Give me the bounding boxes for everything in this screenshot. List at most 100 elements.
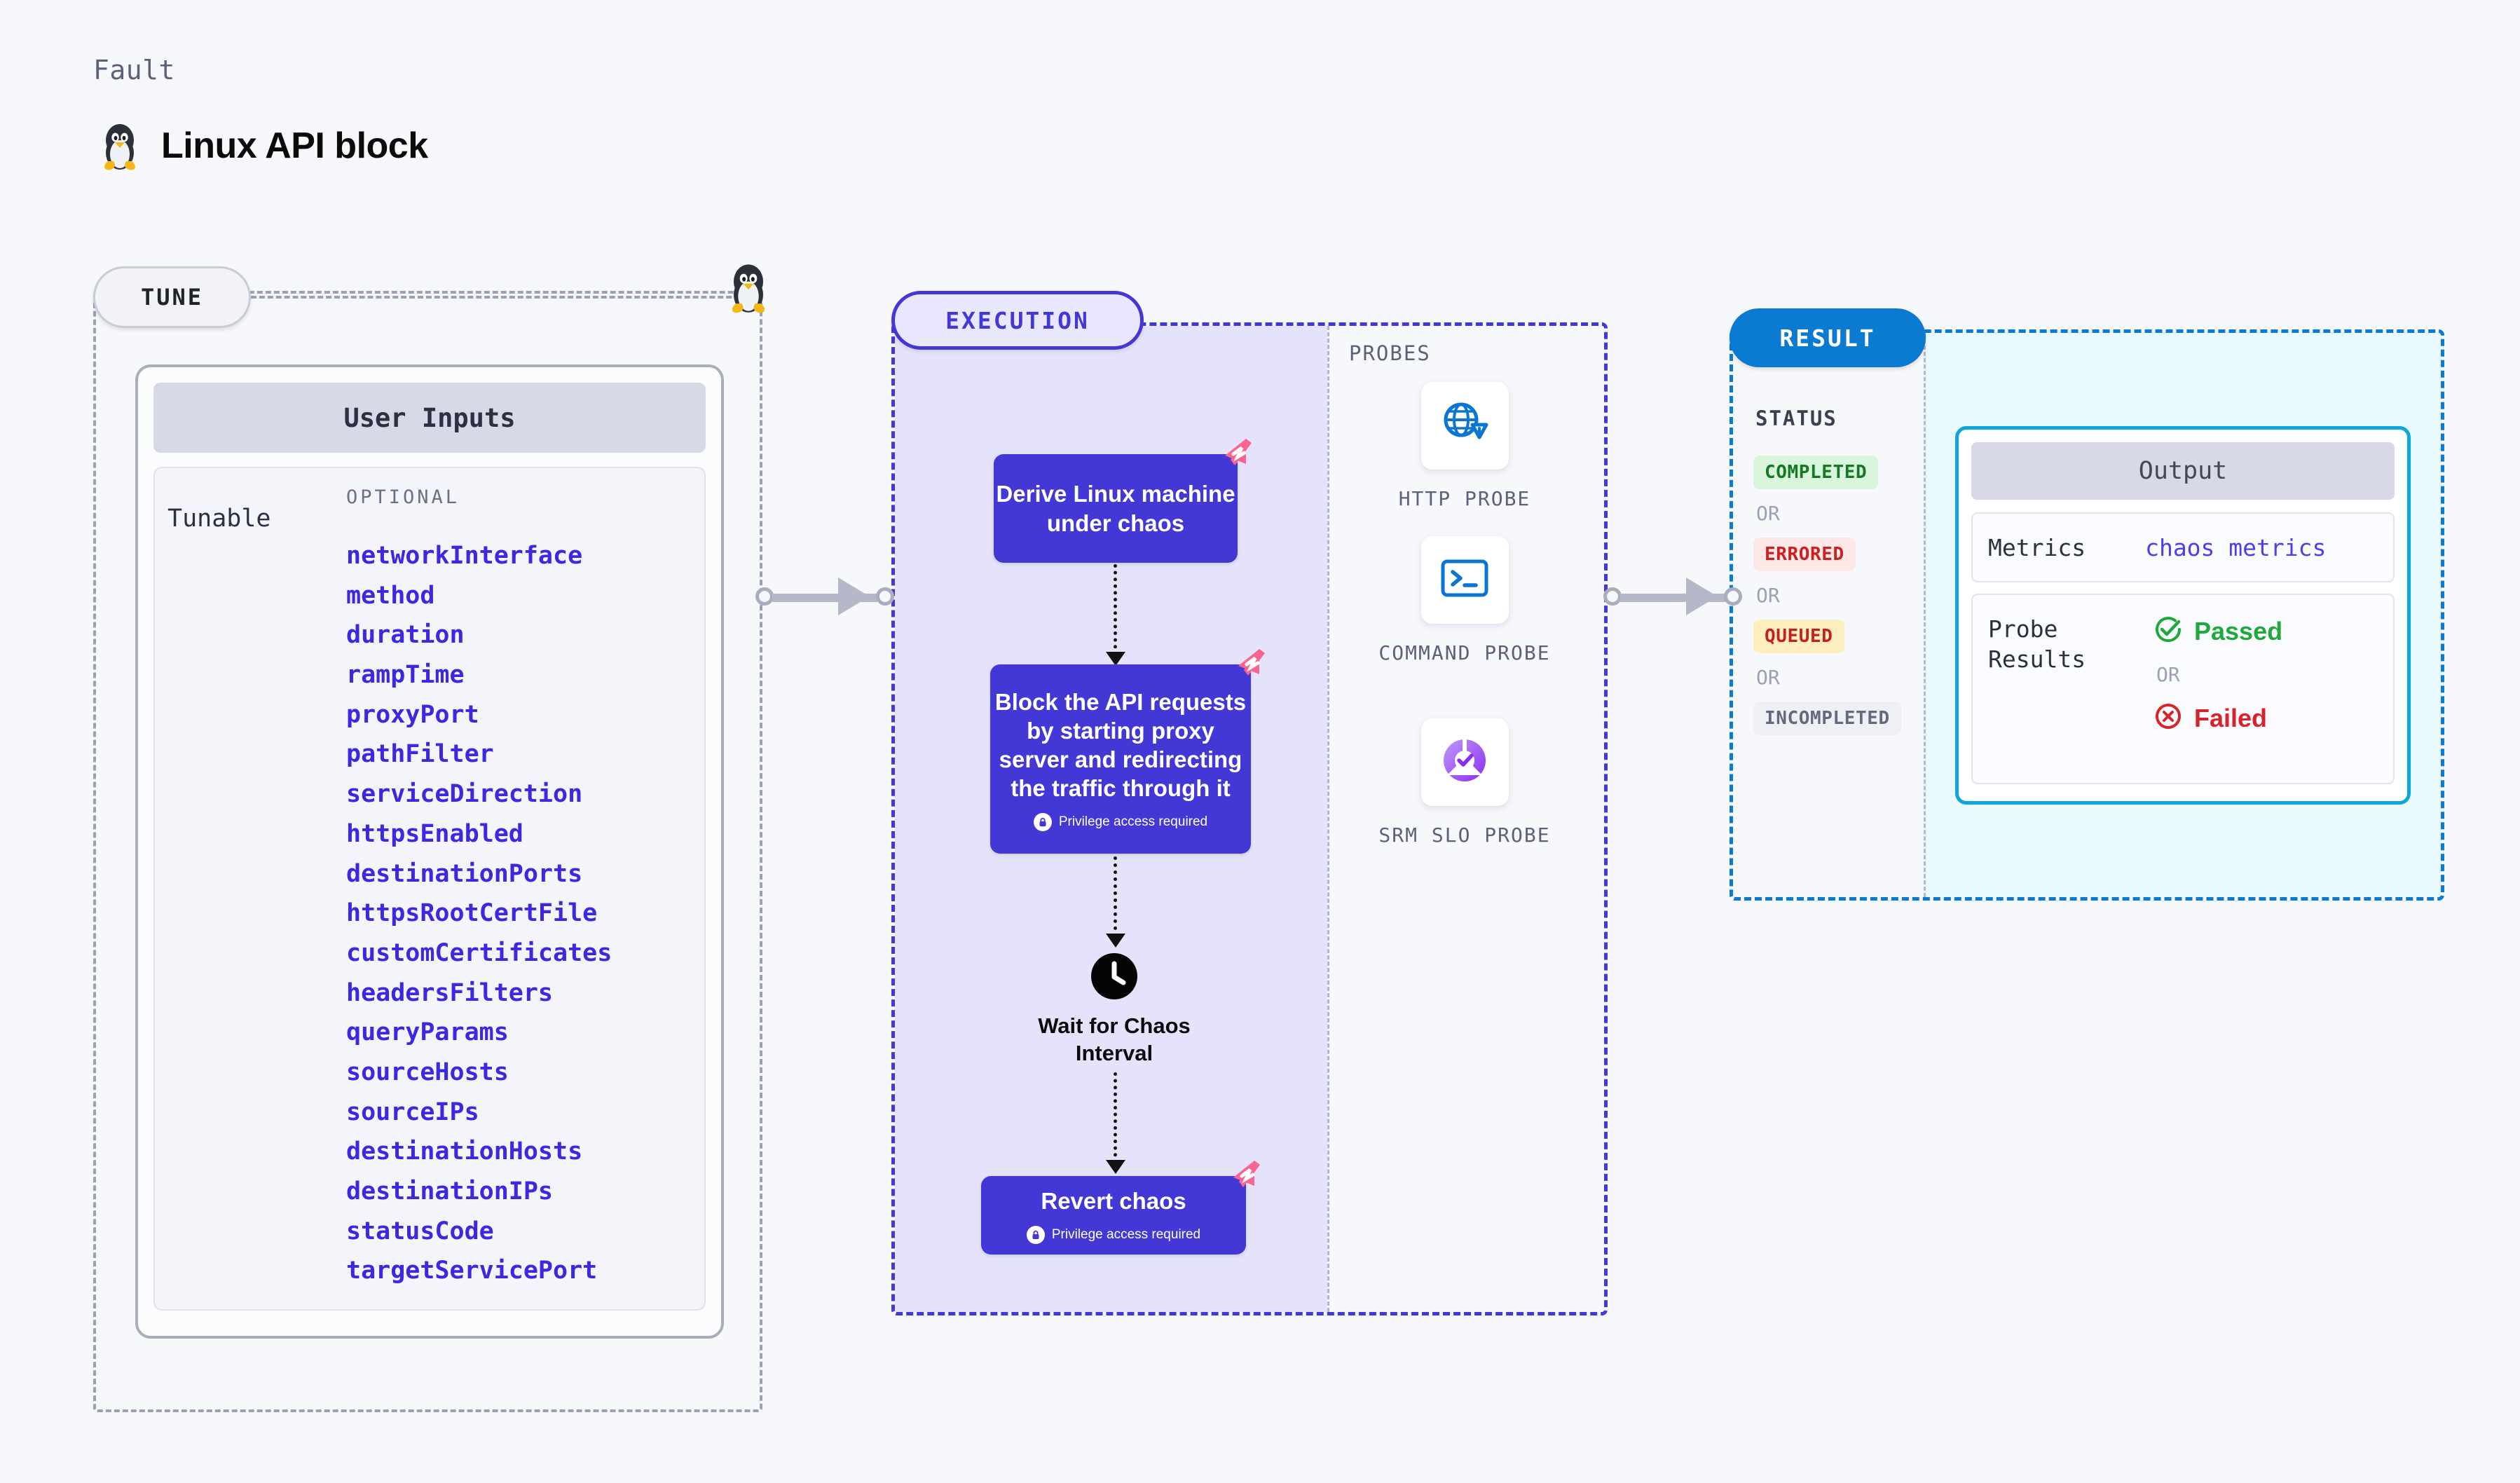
chaos-flag-icon <box>1224 1158 1263 1197</box>
execution-node-wait-interval[interactable]: Wait for Chaos Interval <box>1016 952 1212 1067</box>
param-item[interactable]: proxyPort <box>346 700 479 729</box>
linux-tux-icon <box>725 259 772 319</box>
probe-label: SRM SLO PROBE <box>1378 823 1551 847</box>
page-title: Linux API block <box>98 119 428 172</box>
probe-result-passed: Passed <box>2153 615 2282 648</box>
probe-label: COMMAND PROBE <box>1378 641 1551 664</box>
connector-end-dot <box>876 587 894 606</box>
connector-arrowhead <box>838 578 870 615</box>
param-item[interactable]: pathFilter <box>346 740 494 769</box>
status-column-label: STATUS <box>1755 406 1837 430</box>
node-label: Revert chaos <box>1041 1188 1186 1215</box>
passed-label: Passed <box>2194 616 2283 645</box>
user-inputs-body: Tunable OPTIONAL networkInterface method… <box>153 467 706 1311</box>
slo-donut-check-icon <box>1439 734 1491 790</box>
connector-tune-to-execution <box>755 578 896 615</box>
probe-tile[interactable] <box>1420 536 1509 624</box>
execution-section-boundary <box>891 322 1608 1315</box>
connector-start-dot <box>755 587 774 606</box>
lock-icon <box>1033 812 1052 831</box>
flow-arrow <box>1106 1160 1125 1174</box>
status-badge-queued[interactable]: QUEUED <box>1753 620 1844 653</box>
privilege-notice: Privilege access required <box>1026 1225 1201 1244</box>
probe-result-failed: Failed <box>2153 702 2282 734</box>
node-label: Derive Linux machine under chaos <box>996 481 1235 536</box>
param-item[interactable]: destinationIPs <box>346 1177 554 1205</box>
linux-tux-icon <box>98 119 142 172</box>
probe-http[interactable]: HTTP PROBE <box>1374 382 1556 514</box>
probe-srm-slo[interactable]: SRM SLO PROBE <box>1374 718 1556 850</box>
chaos-flag-icon <box>1215 436 1254 475</box>
connector-arrowhead <box>1686 578 1718 615</box>
probe-label: HTTP PROBE <box>1398 487 1531 510</box>
status-or: OR <box>1756 666 1780 689</box>
status-badge-incompleted[interactable]: INCOMPLETED <box>1753 702 1901 735</box>
optional-params-list: networkInterface method duration rampTim… <box>346 536 697 1291</box>
param-item[interactable]: destinationPorts <box>346 859 583 888</box>
param-item[interactable]: destinationHosts <box>346 1137 583 1166</box>
execution-node-block-api[interactable]: Block the API requests by starting proxy… <box>990 649 1265 854</box>
chaos-flag-icon <box>1228 646 1268 685</box>
probe-tile[interactable] <box>1420 382 1509 470</box>
param-item[interactable]: httpsRootCertFile <box>346 899 598 928</box>
probe-command[interactable]: COMMAND PROBE <box>1374 536 1556 668</box>
status-badge-errored[interactable]: ERRORED <box>1753 538 1856 571</box>
param-item[interactable]: duration <box>346 621 465 650</box>
probe-result-or: OR <box>2156 663 2180 686</box>
node-label: Block the API requests by starting proxy… <box>994 688 1247 802</box>
param-item[interactable]: sourceHosts <box>346 1058 509 1086</box>
flow-line <box>1114 564 1117 655</box>
param-item[interactable]: targetServicePort <box>346 1257 598 1285</box>
wait-node-label: Wait for Chaos Interval <box>1038 1013 1191 1065</box>
metrics-row: Metrics chaos metrics <box>1971 512 2395 582</box>
flow-line <box>1114 1072 1117 1163</box>
tunable-label: Tunable <box>167 505 271 533</box>
lock-icon <box>1026 1225 1045 1244</box>
tune-top-connector <box>251 296 748 299</box>
user-inputs-card: User Inputs Tunable OPTIONAL networkInte… <box>135 364 724 1339</box>
flow-arrow <box>1106 652 1125 666</box>
param-item[interactable]: networkInterface <box>346 542 583 570</box>
param-item[interactable]: statusCode <box>346 1217 494 1245</box>
privilege-text: Privilege access required <box>1051 1226 1201 1242</box>
status-badge-completed[interactable]: COMPLETED <box>1753 456 1879 489</box>
probe-tile[interactable] <box>1420 718 1509 806</box>
user-inputs-header: User Inputs <box>153 383 706 453</box>
x-circle-icon <box>2153 702 2183 734</box>
metrics-value[interactable]: chaos metrics <box>2145 533 2327 561</box>
probe-results-values: Passed OR Failed <box>2153 615 2282 783</box>
execution-node-revert-chaos[interactable]: Revert chaos Privilege access required <box>981 1161 1260 1255</box>
param-item[interactable]: headersFilters <box>346 978 554 1007</box>
result-section-boundary <box>1730 329 2444 901</box>
connector-execution-to-result <box>1603 578 1744 615</box>
connector-end-dot <box>1724 587 1742 606</box>
probes-divider <box>1327 326 1329 1312</box>
param-item[interactable]: method <box>346 581 435 610</box>
metrics-key: Metrics <box>1988 533 2086 561</box>
status-or: OR <box>1756 584 1780 607</box>
result-divider <box>1924 333 1926 897</box>
globe-warning-icon <box>1439 398 1491 453</box>
check-circle-icon <box>2153 615 2183 648</box>
result-section-pill[interactable]: RESULT <box>1730 308 1926 367</box>
execution-node-derive-machine[interactable]: Derive Linux machine under chaos <box>994 439 1252 563</box>
terminal-icon <box>1439 558 1490 602</box>
connector-start-dot <box>1603 587 1622 606</box>
flow-line <box>1114 856 1117 937</box>
failed-label: Failed <box>2194 703 2268 732</box>
fault-eyebrow: Fault <box>93 55 175 86</box>
param-item[interactable]: customCertificates <box>346 938 612 967</box>
param-item[interactable]: queryParams <box>346 1018 509 1047</box>
param-item[interactable]: serviceDirection <box>346 780 583 809</box>
param-item[interactable]: rampTime <box>346 661 465 690</box>
privilege-text: Privilege access required <box>1058 814 1208 829</box>
param-item[interactable]: httpsEnabled <box>346 819 523 848</box>
output-header: Output <box>1971 442 2395 500</box>
execution-section-pill[interactable]: EXECUTION <box>891 291 1144 350</box>
optional-group-label: OPTIONAL <box>346 486 460 508</box>
clock-icon <box>1090 952 1139 1004</box>
param-item[interactable]: sourceIPs <box>346 1098 479 1126</box>
tune-section-pill[interactable]: TUNE <box>93 266 251 328</box>
tune-section-boundary <box>93 291 762 1412</box>
